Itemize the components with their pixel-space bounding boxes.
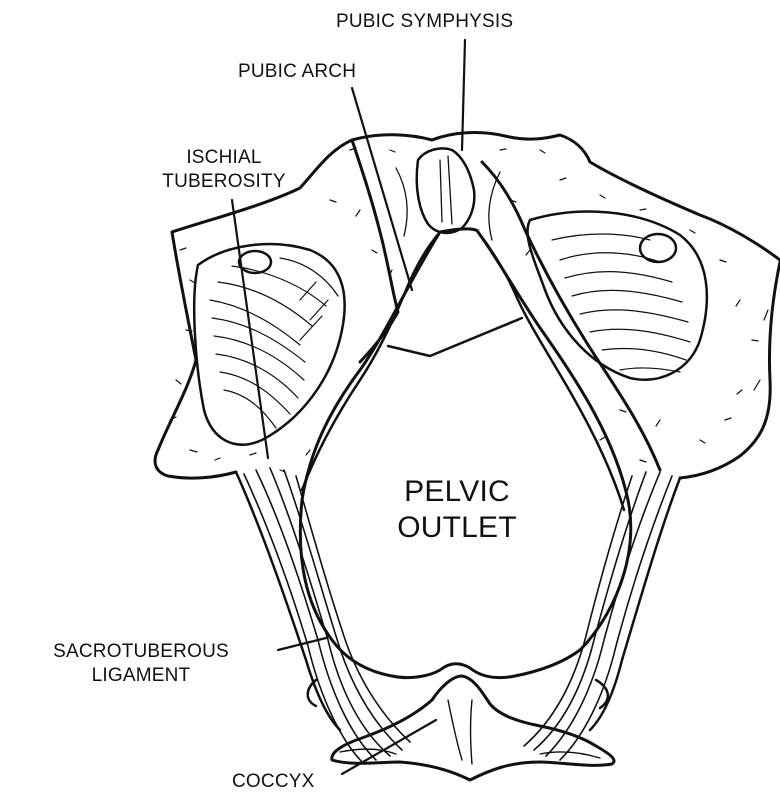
right-pubic-ramus [482,162,660,470]
left-ramus-inner [302,232,440,490]
leader-pubic-arch [352,88,412,290]
label-sacrotuberous-line-1: SACROTUBEROUS [10,640,272,664]
left-pubic-ramus [352,140,398,362]
right-ramus-inner [478,232,624,510]
left-ligament-outer [236,472,340,730]
label-sacrotuberous-line-2: LIGAMENT [10,664,272,688]
label-pelvic-outlet: PELVIC OUTLET [362,474,552,546]
leader-ischial-tuberosity [232,200,268,458]
label-pelvic-outlet-line-2: OUTLET [362,510,552,546]
label-pelvic-outlet-line-1: PELVIC [362,474,552,510]
left-foramen [239,251,271,273]
left-fossa-hatching [210,258,338,428]
pelvic-outlet-opening [300,229,630,678]
coccyx-shape [332,676,614,780]
pubic-arch-angle-marker [388,318,522,356]
label-ischial-line-1: ISCHIAL [138,146,310,170]
label-ischial-tuberosity: ISCHIAL TUBEROSITY [138,146,310,194]
right-fossa-hatching [552,234,690,372]
label-pubic-symphysis: PUBIC SYMPHYSIS [336,10,513,34]
label-sacrotuberous-ligament: SACROTUBEROUS LIGAMENT [10,640,272,688]
label-coccyx: COCCYX [232,770,315,794]
right-fossa [528,212,707,380]
bone-texture [170,148,768,472]
symphysis-body [417,148,475,232]
label-pubic-arch: PUBIC ARCH [238,60,356,84]
label-ischial-line-2: TUBEROSITY [138,170,310,194]
pelvis-right-edge [680,262,780,478]
